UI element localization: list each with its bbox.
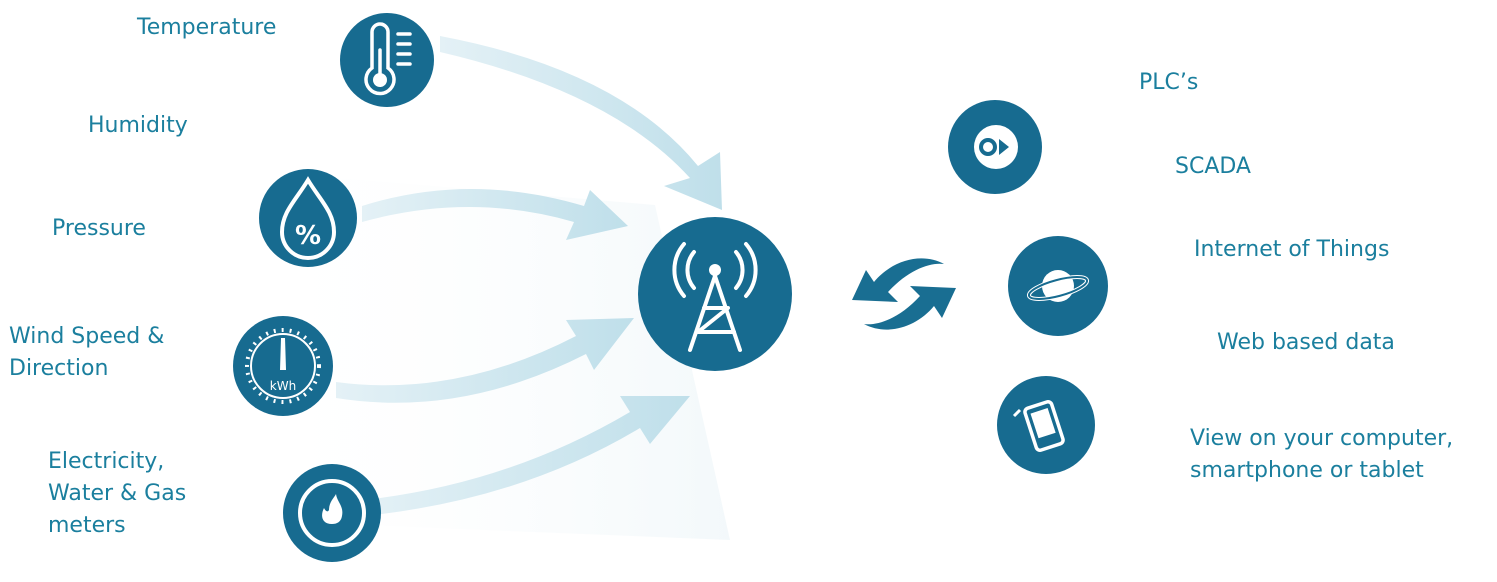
label-scada: SCADA <box>1175 154 1251 179</box>
pressure-circle: % <box>259 169 357 267</box>
hub-circle <box>638 217 792 371</box>
svg-text:kWh: kWh <box>270 379 296 393</box>
temperature-circle <box>340 13 434 107</box>
label-view-line-1: View on your computer, <box>1190 426 1454 451</box>
planet-icon <box>1026 270 1090 302</box>
plc-circle <box>948 100 1042 194</box>
flow-arrow-meters <box>364 396 690 516</box>
iot-circle <box>1008 236 1108 336</box>
flow-arrow-pressure <box>362 189 628 240</box>
label-wind: Wind Speed & Direction <box>9 321 164 385</box>
label-meters-line-1: Electricity, <box>48 449 165 474</box>
radio-tower-icon <box>672 242 758 352</box>
sync-arrows-icon <box>852 258 956 330</box>
label-meters-line-3: meters <box>48 513 126 538</box>
wind-circle: kWh <box>233 316 333 416</box>
backdrop-panel <box>240 170 730 540</box>
label-humidity: Humidity <box>88 113 188 138</box>
label-iot: Internet of Things <box>1194 237 1390 262</box>
thermometer-icon <box>364 22 412 96</box>
label-temperature: Temperature <box>137 15 277 40</box>
label-wind-line-2: Direction <box>9 356 109 381</box>
svg-text:%: % <box>295 221 321 251</box>
label-wind-line-1: Wind Speed & <box>9 324 165 349</box>
label-pressure: Pressure <box>52 216 146 241</box>
label-web: Web based data <box>1217 330 1395 355</box>
smartphone-icon <box>1012 400 1065 452</box>
label-view: View on your computer, smartphone or tab… <box>1190 423 1453 487</box>
label-meters: Electricity, Water & Gas meters <box>48 446 186 542</box>
label-plc: PLC’s <box>1139 70 1199 95</box>
percent-drop-icon: % <box>279 176 337 260</box>
flow-arrows <box>336 36 722 516</box>
view-circle <box>997 376 1095 474</box>
gas-flame-icon <box>298 479 366 547</box>
label-view-line-2: smartphone or tablet <box>1190 458 1424 483</box>
flow-arrow-temperature <box>440 36 722 210</box>
record-play-icon <box>974 125 1018 169</box>
label-meters-line-2: Water & Gas <box>48 481 187 506</box>
meters-circle <box>283 464 381 562</box>
gauge-kwh-icon: kWh <box>245 328 321 404</box>
flow-arrow-wind <box>336 318 634 403</box>
